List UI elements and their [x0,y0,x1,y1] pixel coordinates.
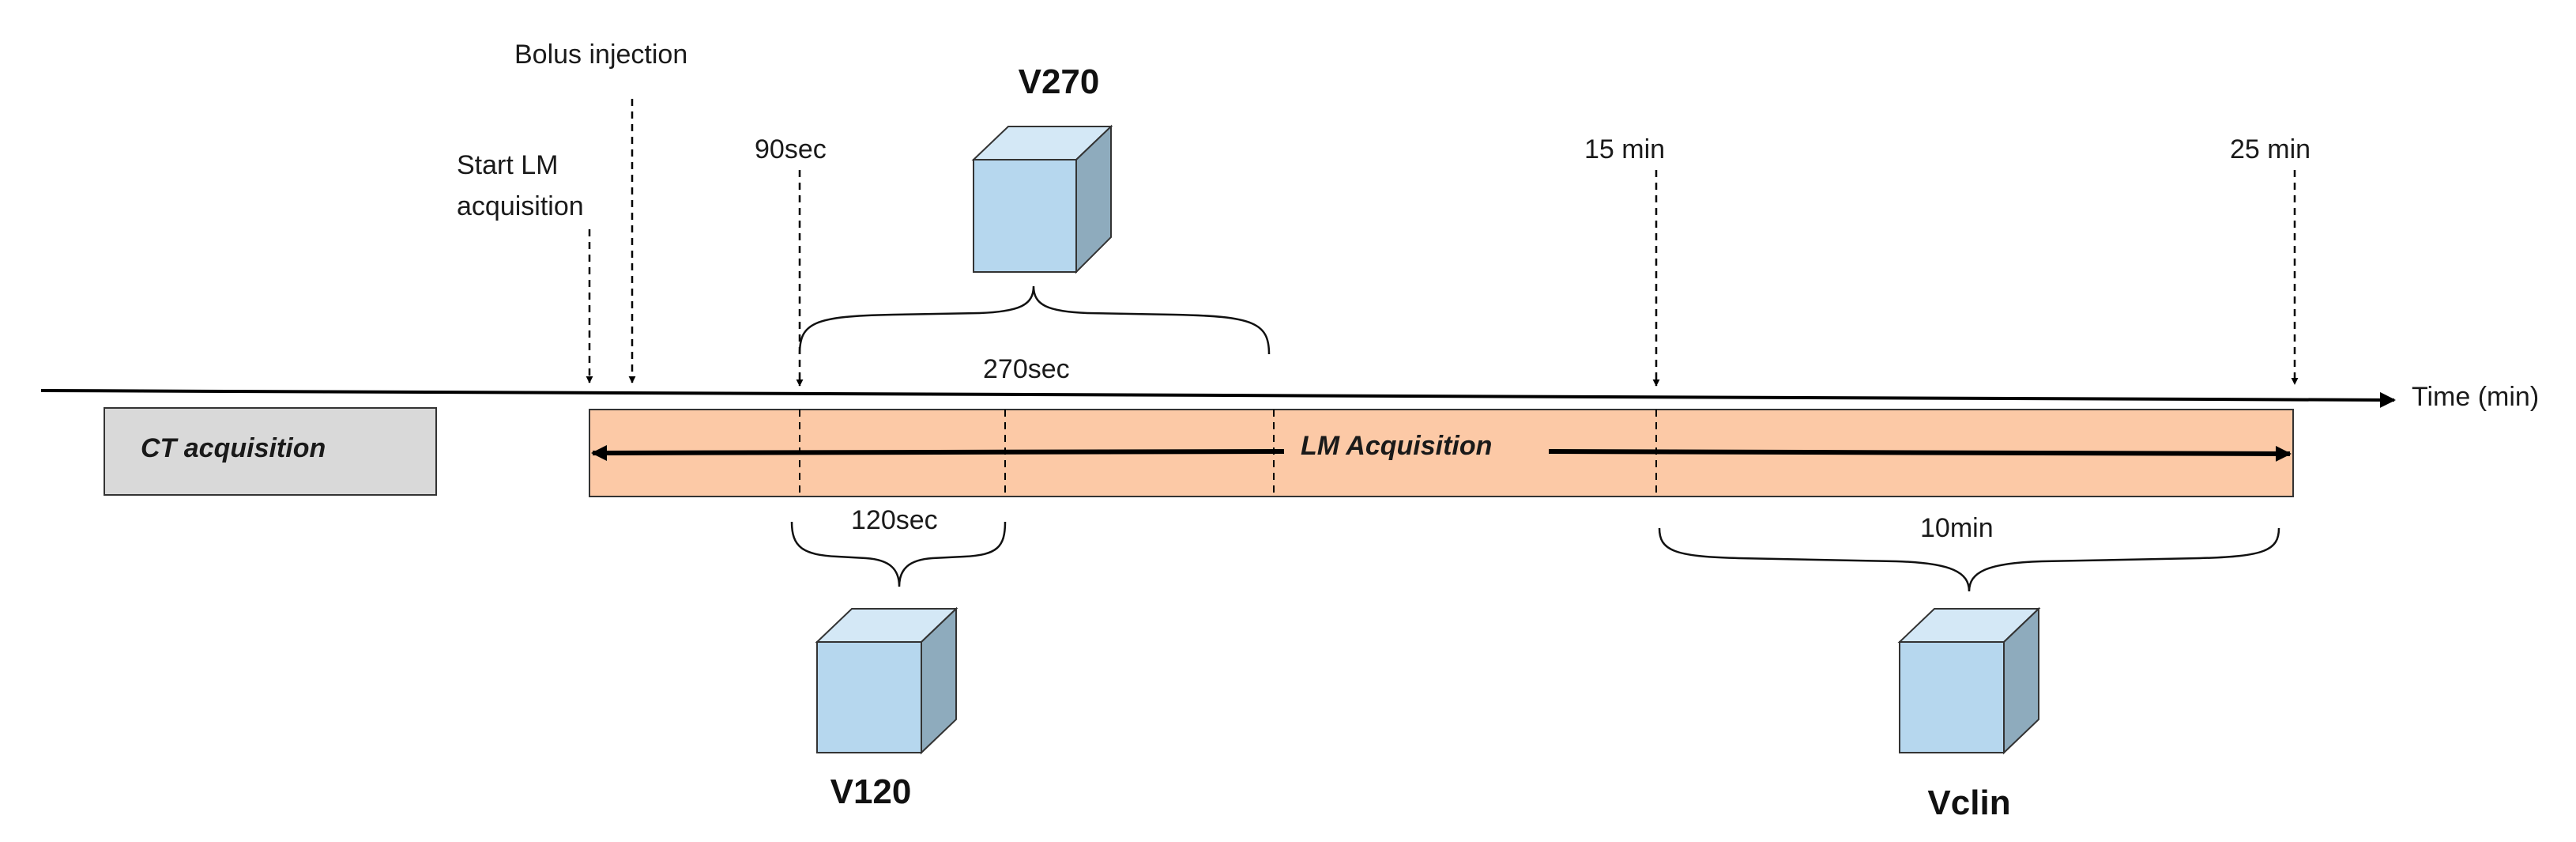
label-90sec: 90sec [755,134,827,164]
label-15min: 15 min [1584,134,1665,164]
time-markers [586,99,2299,387]
cube-v120-icon [815,606,958,755]
ct-acquisition-label: CT acquisition [141,433,326,463]
lm-arrow-right [1548,445,2292,462]
time-axis-line [40,389,2396,408]
v270-label: V270 [1019,62,1100,101]
bar-dividers [799,410,1657,495]
time-axis-label: Time (min) [2412,382,2539,412]
label-25min: 25 min [2230,134,2310,164]
start-lm-label-line2: acquisition [457,191,584,221]
span-10min-label: 10min [1920,513,1994,543]
vclin-label: Vclin [1927,783,2010,822]
ct-acquisition-box [104,407,437,496]
v120-label: V120 [830,772,912,811]
lm-arrow-left [591,444,1285,461]
brace-10min [1658,527,2280,592]
lm-label-bg [1288,427,1547,466]
bolus-injection-label: Bolus injection [514,40,687,70]
start-lm-label-line1: Start LM [457,150,558,180]
cube-vclin-icon [1897,606,2041,755]
cube-v270-icon [971,124,1113,274]
lm-acquisition-label: LM Acquisition [1301,431,1492,461]
brace-270sec [798,285,1271,355]
span-120sec-label: 120sec [851,505,938,535]
span-270sec-label: 270sec [983,354,1070,384]
brace-120sec [790,521,1007,587]
braces [790,285,2280,592]
